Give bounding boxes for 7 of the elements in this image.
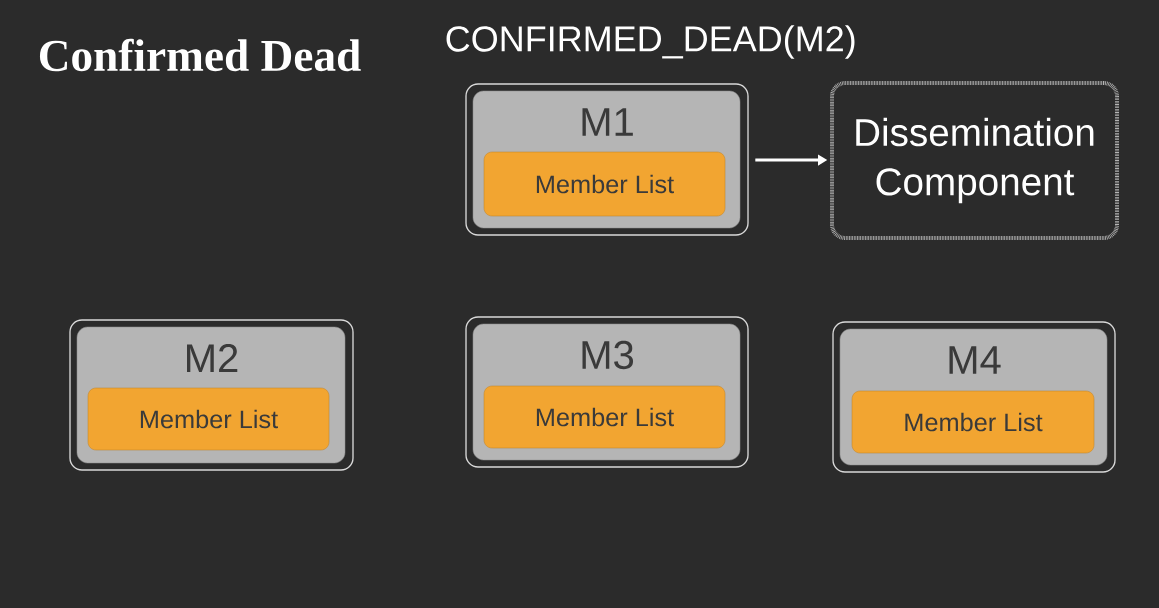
component-box: Dissemination Component: [830, 81, 1119, 240]
member-list-box: Member List: [87, 387, 330, 451]
member-list-box: Member List: [851, 390, 1095, 454]
member-list-box: Member List: [483, 151, 726, 217]
heading: CONFIRMED_DEAD(M2): [446, 25, 855, 59]
member-list-box: Member List: [483, 385, 726, 449]
title: Confirmed Dead: [39, 38, 361, 72]
